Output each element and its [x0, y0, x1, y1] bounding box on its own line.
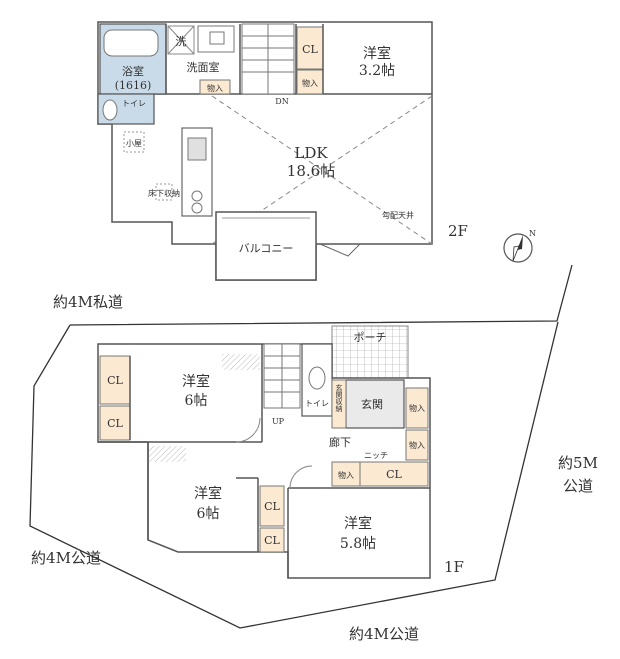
shoe-storage-label: 玄関収納 — [335, 383, 343, 413]
bath-size-label: (1616) — [115, 79, 152, 92]
shoe-storage-box — [331, 379, 347, 429]
private-road-label: 約4M私道 — [53, 293, 123, 311]
1f-closet2-label: CL — [107, 417, 123, 430]
2f-toilet-label: トイレ — [122, 99, 146, 108]
room2-label: 洋室 — [194, 485, 222, 502]
1f-closet5-label: CL — [264, 534, 280, 547]
floor-2f-labels: 浴室 (1616) 洗 洗面室 物入 トイレ DN CL 物入 洋室 3.2帖 … — [115, 35, 468, 255]
1f-storage1-box — [405, 387, 429, 429]
2f-storage-wash-label: 物入 — [207, 83, 223, 93]
2f-storage-label: 物入 — [302, 78, 318, 88]
entrance-box — [345, 379, 405, 429]
1f-toilet-label: トイレ — [305, 399, 329, 408]
1f-closet5-box — [259, 527, 285, 553]
floor-1f — [97, 325, 431, 579]
1f-closet4-label: CL — [264, 500, 280, 513]
1f-storage3-label: 物入 — [338, 470, 354, 480]
1f-storage2-box — [405, 429, 429, 461]
1f-storage3-box — [331, 461, 361, 487]
porch-area — [331, 325, 409, 379]
2f-western-label: 洋室 — [363, 45, 391, 62]
ldk-label: LDK — [294, 144, 328, 162]
floor-1f-label: 1F — [444, 558, 464, 576]
room3-label: 洋室 — [344, 515, 372, 532]
hallway-label: 廊下 — [329, 435, 351, 449]
atrium-label: 勾配天井 — [382, 210, 414, 220]
site-boundary — [29, 264, 573, 629]
balcony-label: バルコニー — [239, 242, 294, 255]
1f-closet1-label: CL — [107, 374, 123, 387]
1f-closet4-box — [259, 485, 285, 527]
ldk-size-label: 18.6帖 — [287, 162, 335, 180]
road-labels: 約4M私道 約4M公道 約4M公道 約5M 公道 — [31, 293, 598, 643]
road-east-label-1: 約5M — [558, 454, 598, 472]
road-west-label: 約4M公道 — [31, 549, 101, 567]
road-east-label-2: 公道 — [563, 477, 593, 495]
porch-label: ポーチ — [354, 331, 387, 344]
compass-label: N — [529, 229, 536, 238]
1f-closet3-label: CL — [386, 468, 402, 481]
room3-size-label: 5.8帖 — [340, 536, 376, 552]
stairs-dn-label: DN — [275, 97, 288, 106]
attic-label: 小屋 — [126, 139, 142, 148]
niche-label: ニッチ — [364, 451, 388, 460]
2f-western-size-label: 3.2帖 — [359, 63, 395, 79]
entrance-label: 玄関 — [361, 397, 383, 411]
underfloor-label: 床下収納 — [148, 188, 180, 198]
road-south-label: 約4M公道 — [349, 625, 419, 643]
stairs-up-label: UP — [272, 417, 285, 426]
room1-size-label: 6帖 — [185, 393, 208, 409]
wash-mark-label: 洗 — [176, 35, 187, 48]
bath-label: 浴室 — [122, 64, 144, 78]
1f-closet2-box — [99, 405, 131, 441]
floor-1f-labels: ポーチ 玄関 玄関収納 物入 物入 物入 ニッチ 廊下 トイレ UP CL CL… — [107, 331, 464, 576]
storage-wash-box — [199, 79, 231, 95]
1f-closet3-box — [359, 461, 429, 487]
1f-storage2-label: 物入 — [409, 440, 425, 450]
balcony-box — [215, 211, 317, 281]
washroom-label: 洗面室 — [187, 60, 220, 74]
room2-size-label: 6帖 — [197, 506, 220, 522]
floor-2f — [97, 21, 433, 281]
1f-storage1-label: 物入 — [409, 403, 425, 413]
1f-closet1-box — [99, 355, 131, 405]
2f-closet-label: CL — [302, 43, 318, 56]
room1-label: 洋室 — [182, 373, 210, 390]
floor-2f-label: 2F — [448, 222, 468, 240]
2f-storage-box — [296, 69, 324, 95]
compass-icon: N — [503, 229, 536, 263]
